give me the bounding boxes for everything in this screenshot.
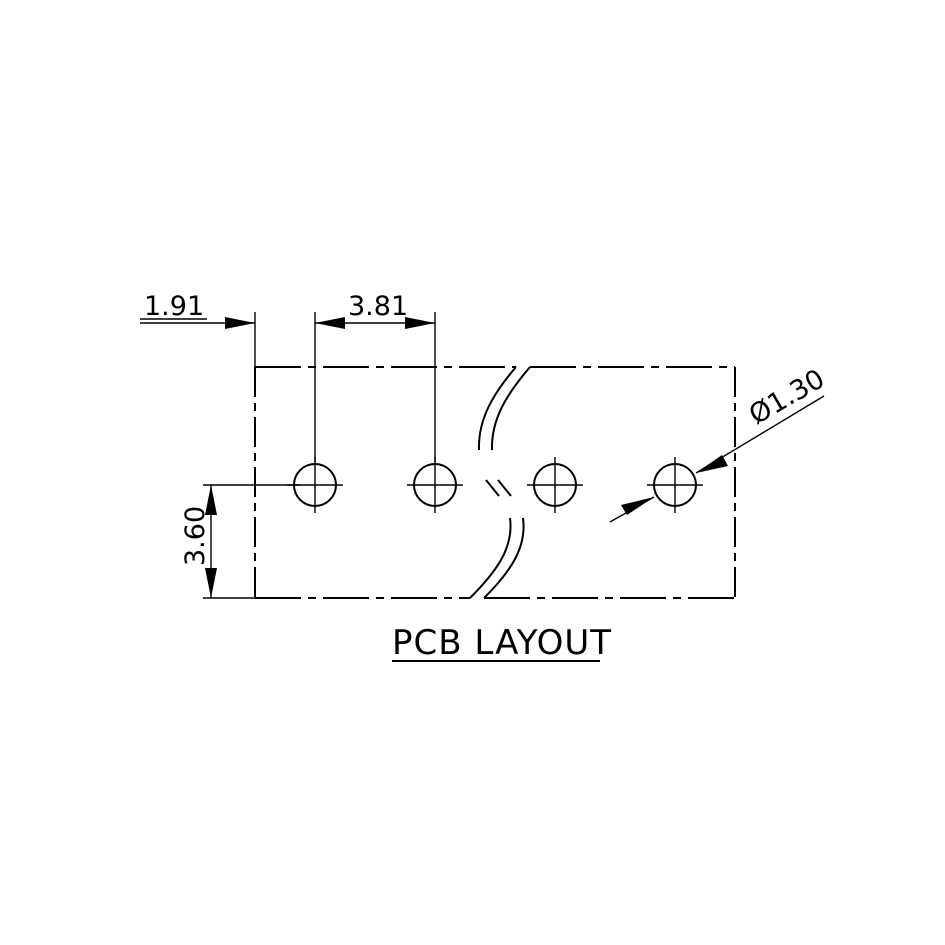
dimension-3-81: 3.81 [315, 291, 435, 329]
drawing-title-text: PCB LAYOUT [392, 623, 612, 663]
extension-lines-top [254, 312, 436, 462]
drawing-title: PCB LAYOUT [392, 623, 612, 663]
dimension-hole-diameter: Ø1.30 [609, 364, 830, 523]
pin-hole-4 [647, 457, 703, 513]
dimension-hole-diameter-text: Ø1.30 [744, 364, 830, 432]
pin-hole-3 [527, 457, 583, 513]
dimension-1-91: 1.91 [140, 291, 255, 329]
dimension-3-81-text: 3.81 [348, 291, 408, 322]
pin-hole-2 [407, 457, 463, 513]
dimension-1-91-text: 1.91 [144, 291, 204, 322]
pcb-outline [254, 366, 736, 599]
dimension-3-60: 3.60 [180, 484, 300, 599]
dimension-3-60-text: 3.60 [180, 506, 211, 566]
break-line [469, 366, 531, 599]
